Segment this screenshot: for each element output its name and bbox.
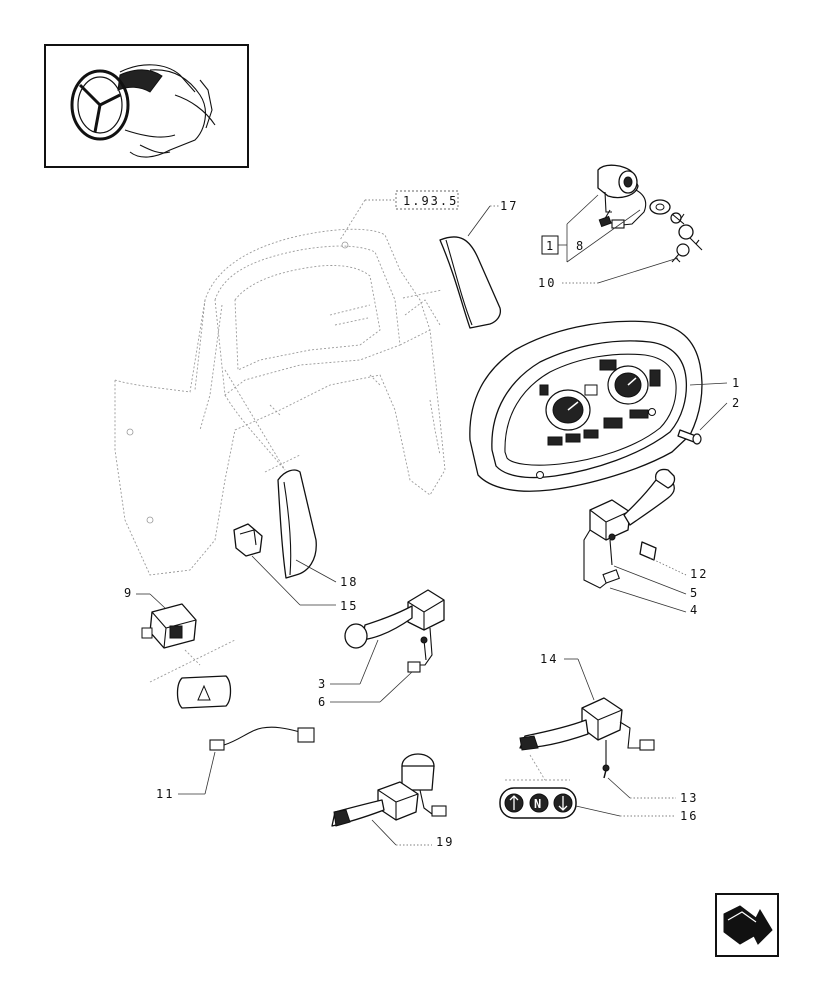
- callout-2: 2: [732, 396, 741, 410]
- part-17-trim[interactable]: [439, 205, 502, 329]
- callout-18: 18: [340, 575, 358, 589]
- return-arrow-icon[interactable]: [715, 893, 779, 957]
- callout-14: 14: [540, 652, 558, 666]
- callout-10: 10: [538, 276, 556, 290]
- part-9-rocker-switch[interactable]: 9: [124, 586, 236, 683]
- part-14-column-switch[interactable]: 14 13: [505, 652, 698, 805]
- part-19-lever-switch[interactable]: 19: [331, 753, 454, 849]
- callout-6: 6: [318, 695, 327, 709]
- callout-8: 8: [576, 239, 585, 253]
- reference-box-label: 1.93.5: [403, 194, 458, 208]
- part-16-symbol-decal[interactable]: N 16: [499, 787, 698, 823]
- location-thumbnail: [44, 44, 249, 168]
- callout-17: 17: [500, 199, 518, 213]
- callout-16: 16: [680, 809, 698, 823]
- callout-1: 1: [732, 376, 741, 390]
- hazard-switch-cap[interactable]: [176, 675, 232, 709]
- part-18-trim-and-15-clip[interactable]: 18 15: [233, 469, 358, 613]
- hazard-triangle-icon: [197, 684, 211, 701]
- neutral-letter: N: [534, 797, 541, 811]
- callout-9: 9: [124, 586, 133, 600]
- ignition-switch-group[interactable]: 1 8 10: [538, 164, 703, 290]
- callout-15: 15: [340, 599, 358, 613]
- callout-4: 4: [690, 603, 699, 617]
- part-11-wiring-harness[interactable]: 11: [156, 726, 315, 801]
- right-lever-switch[interactable]: 12 5 4: [583, 468, 708, 617]
- callout-11: 11: [156, 787, 174, 801]
- reference-box[interactable]: 1.93.5: [365, 190, 459, 210]
- dashboard-housing-outline: [114, 199, 446, 576]
- callout-19: 19: [436, 835, 454, 849]
- callout-5: 5: [690, 586, 699, 600]
- callout-7: 1: [546, 239, 555, 253]
- callout-13: 13: [680, 791, 698, 805]
- neutral-icon: [529, 793, 549, 813]
- instrument-cluster[interactable]: 1 2: [469, 320, 741, 492]
- left-lever-switch[interactable]: 3 6: [318, 589, 445, 709]
- callout-12: 12: [690, 567, 708, 581]
- callout-3: 3: [318, 677, 327, 691]
